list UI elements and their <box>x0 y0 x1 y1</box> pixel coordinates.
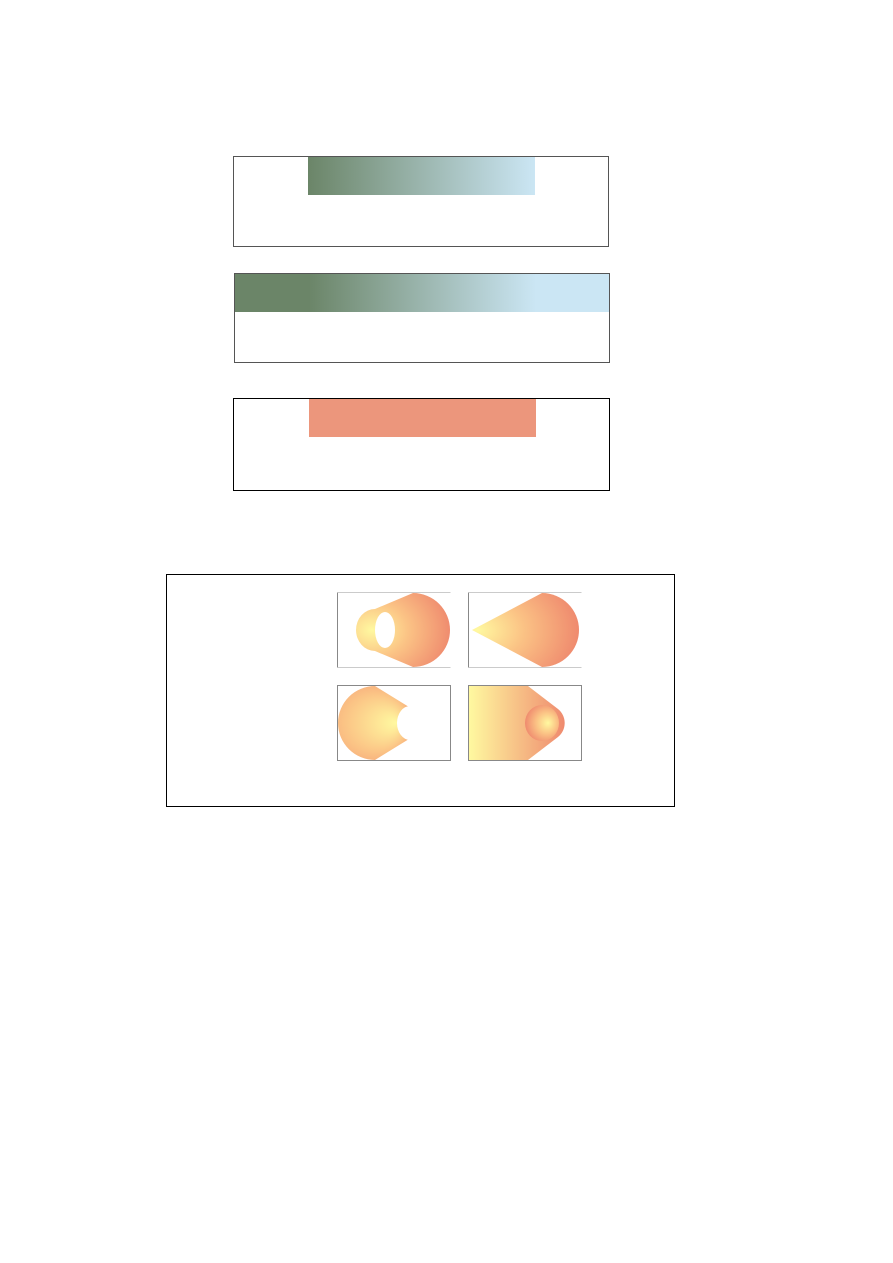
linear-gradient-bar-extended <box>235 274 609 312</box>
radial-focus-disc <box>525 705 559 741</box>
linear-gradient-bar <box>308 157 535 195</box>
radial-thumb-top-right <box>468 592 582 668</box>
radial-focus-hole <box>375 612 395 648</box>
radial-cone-shape <box>472 593 579 667</box>
radial-gradient-panel <box>166 574 675 807</box>
gradient-panel-pad-color <box>233 398 610 491</box>
radial-thumb-bottom-right <box>468 685 582 761</box>
pad-color-right <box>309 399 536 437</box>
radial-focus-hole <box>397 706 423 740</box>
radial-cone-shape <box>356 593 450 667</box>
radial-thumb-top-left <box>337 592 451 668</box>
radial-cone-shape <box>338 686 419 760</box>
radial-filled-shape <box>469 686 565 760</box>
radial-thumb-bottom-left <box>337 685 451 761</box>
gradient-panel-extend <box>234 273 610 363</box>
gradient-panel-no-extend <box>233 156 609 247</box>
